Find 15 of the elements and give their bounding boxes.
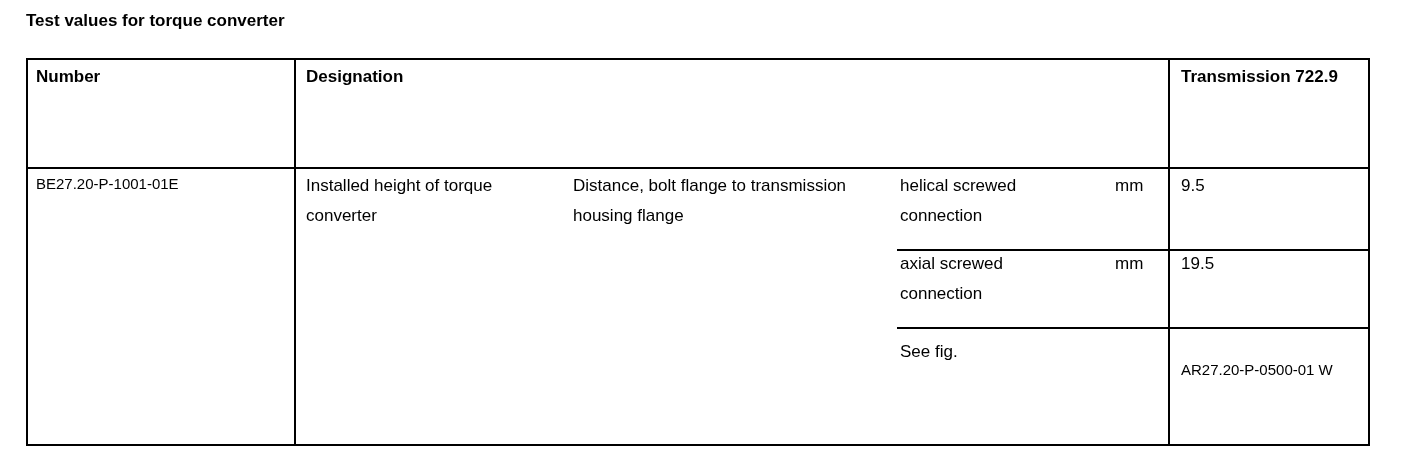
column-header: Designation <box>306 66 405 88</box>
table-cell-text: mm <box>1115 175 1145 197</box>
table-title: Test values for torque converter <box>26 10 285 32</box>
table-cell-text: axial screwed connection <box>900 253 1004 305</box>
table-cell-text: See fig. <box>900 341 959 363</box>
table-cell-text: AR27.20-P-0500-01 W <box>1181 360 1334 380</box>
table-cell-text: Distance, bolt flange to transmission housing flange <box>573 175 848 227</box>
table-cell-text: 19.5 <box>1181 253 1216 275</box>
column-header: Transmission 722.9 <box>1181 66 1339 88</box>
table-cell-text: Installed height of torque converter <box>306 175 494 227</box>
table-cell-text: mm <box>1115 253 1145 275</box>
column-header: Number <box>36 66 102 88</box>
table-cell-text: BE27.20-P-1001-01E <box>36 174 180 194</box>
table-cell-text: 9.5 <box>1181 175 1206 197</box>
table-cell-text: helical screwed connection <box>900 175 1018 227</box>
